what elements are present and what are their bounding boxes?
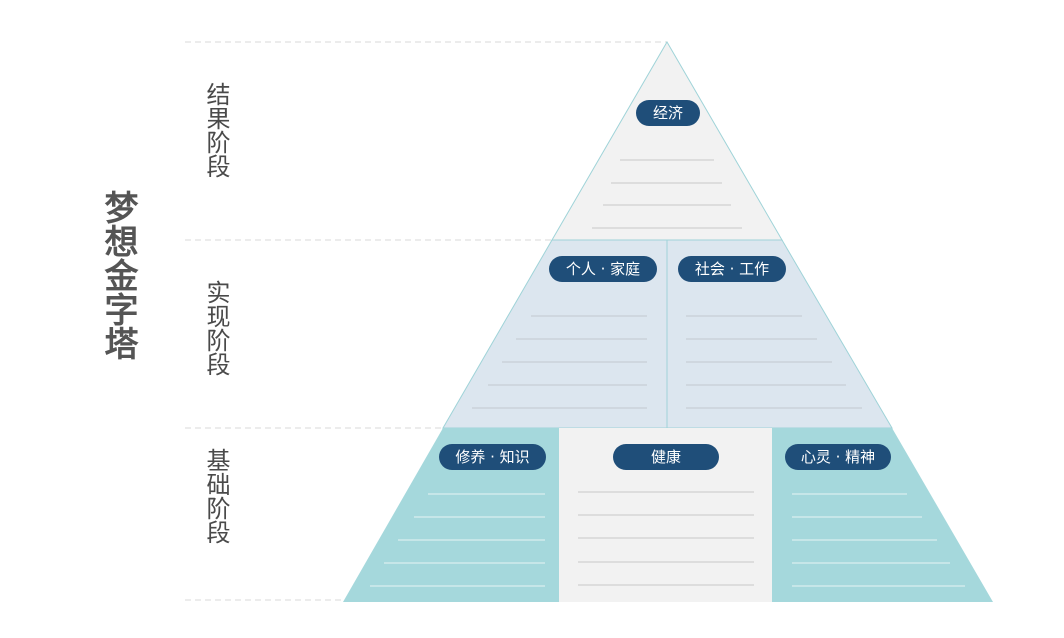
middle-right-writing-lines <box>686 315 862 409</box>
tier-bottom-right <box>772 428 993 602</box>
section-pill-health: 健康 <box>613 444 719 470</box>
tier-top <box>551 41 783 241</box>
section-pill-economy: 经济 <box>636 100 700 126</box>
stage-label-realization: 实现阶段 <box>202 280 230 376</box>
section-pill-personal-family: 个人 · 家庭 <box>549 256 657 282</box>
bottom-left-writing-lines <box>370 493 545 587</box>
bottom-center-writing-lines <box>578 491 754 586</box>
section-pill-cultivation-knowledge: 修养 · 知识 <box>439 444 546 470</box>
section-pill-mind-spirit: 心灵 · 精神 <box>785 444 891 470</box>
section-pill-society-work: 社会 · 工作 <box>678 256 786 282</box>
top-writing-lines <box>592 159 742 229</box>
page-title: 梦想金字塔 <box>98 190 138 360</box>
tier-bottom-left <box>343 428 559 602</box>
middle-left-writing-lines <box>472 315 647 409</box>
stage-label-result: 结果阶段 <box>202 82 230 178</box>
stage-label-foundation: 基础阶段 <box>202 448 230 544</box>
bottom-right-writing-lines <box>792 493 965 587</box>
